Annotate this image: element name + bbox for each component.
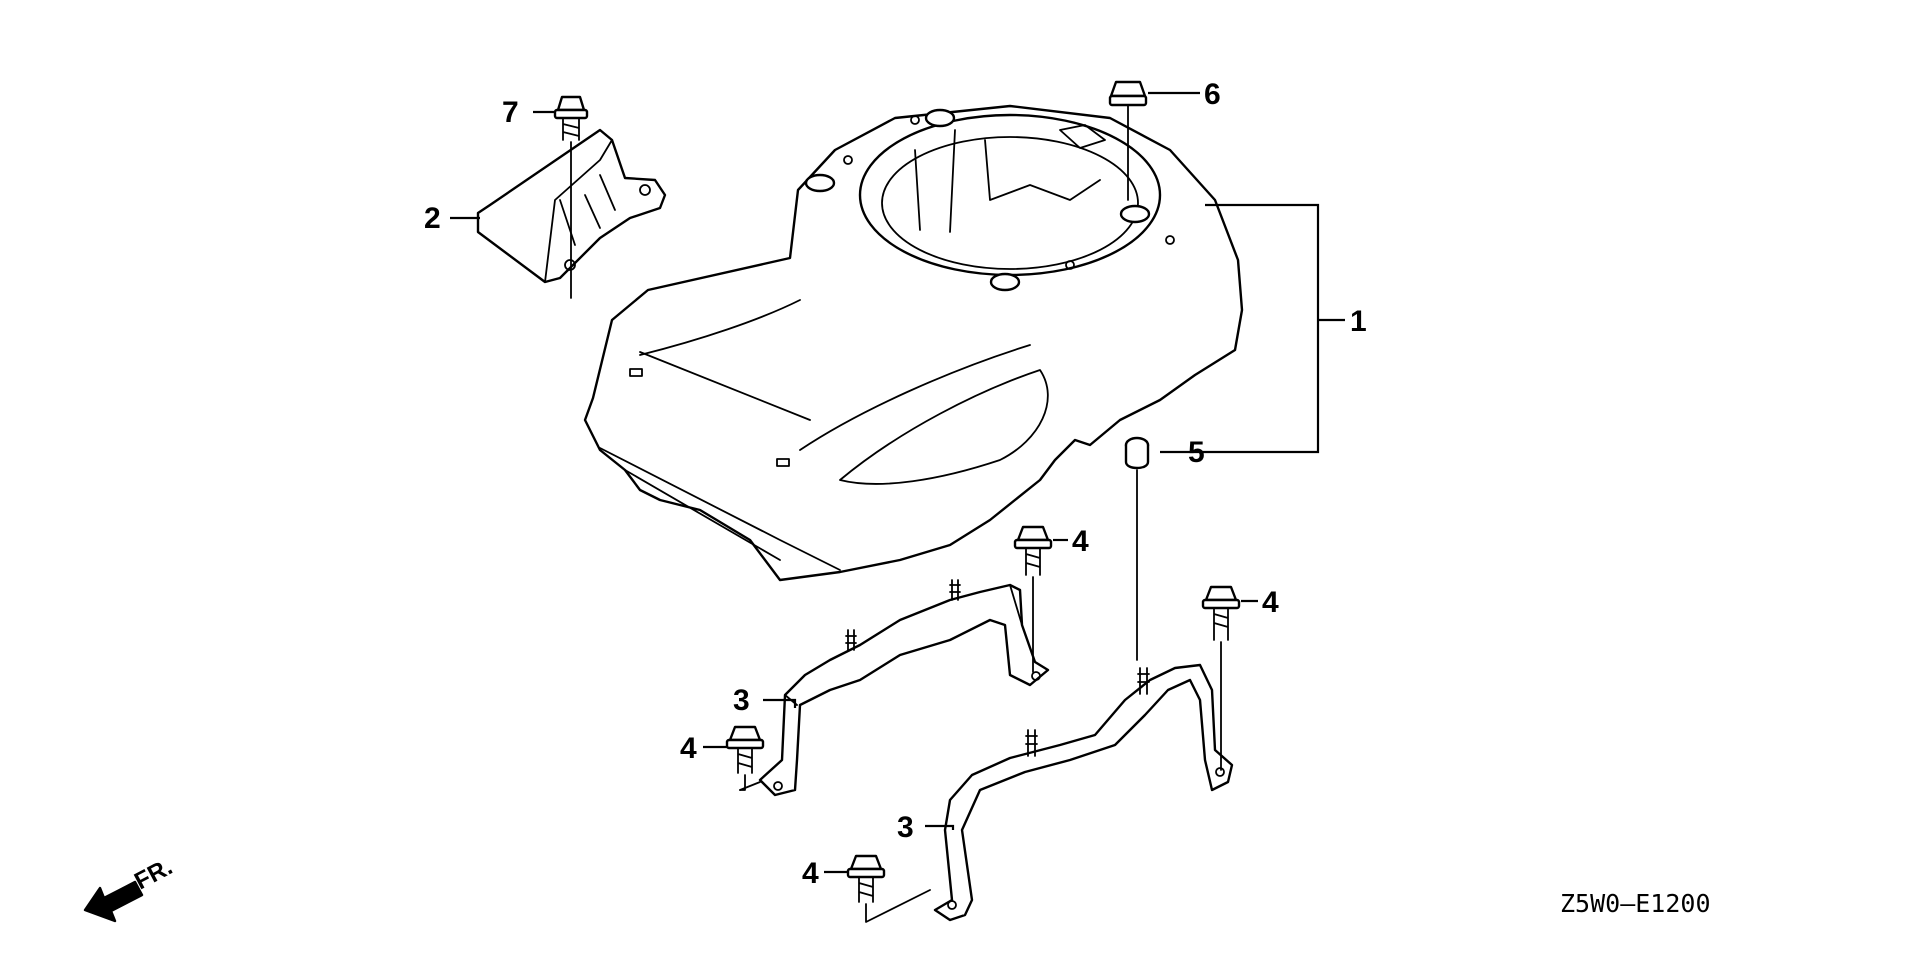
leader-lines — [450, 91, 1345, 874]
callout-5: 5 — [1188, 436, 1205, 469]
flange-bolt-4-right — [1201, 585, 1241, 771]
callout-4-left: 4 — [680, 732, 697, 765]
callout-6: 6 — [1204, 78, 1221, 111]
callout-2: 2 — [424, 202, 441, 235]
callout-4-upper: 4 — [1072, 525, 1089, 558]
flange-bolt-4-bottom — [846, 854, 931, 923]
front-arrow-icon — [83, 880, 144, 923]
flange-bolt-4-left — [725, 725, 765, 791]
callout-1: 1 — [1350, 305, 1367, 338]
collar-5 — [1124, 436, 1150, 661]
fan-cover — [583, 104, 1244, 582]
front-direction-indicator: FR. — [83, 853, 177, 923]
callout-7: 7 — [502, 96, 519, 129]
mounting-bracket-lower — [933, 663, 1234, 922]
flange-bolt-7 — [553, 95, 589, 299]
callout-3-lower: 3 — [897, 811, 914, 844]
nut-6 — [1108, 80, 1148, 201]
flange-bolt-4-upper — [1013, 525, 1053, 673]
callout-labels: 7 2 6 1 5 4 4 3 4 3 4 — [424, 78, 1367, 890]
callout-4-bottom: 4 — [802, 857, 819, 890]
callout-3-upper: 3 — [733, 684, 750, 717]
callout-4-right: 4 — [1262, 586, 1279, 619]
diagram-code: Z5W0—E1200 — [1560, 889, 1711, 918]
